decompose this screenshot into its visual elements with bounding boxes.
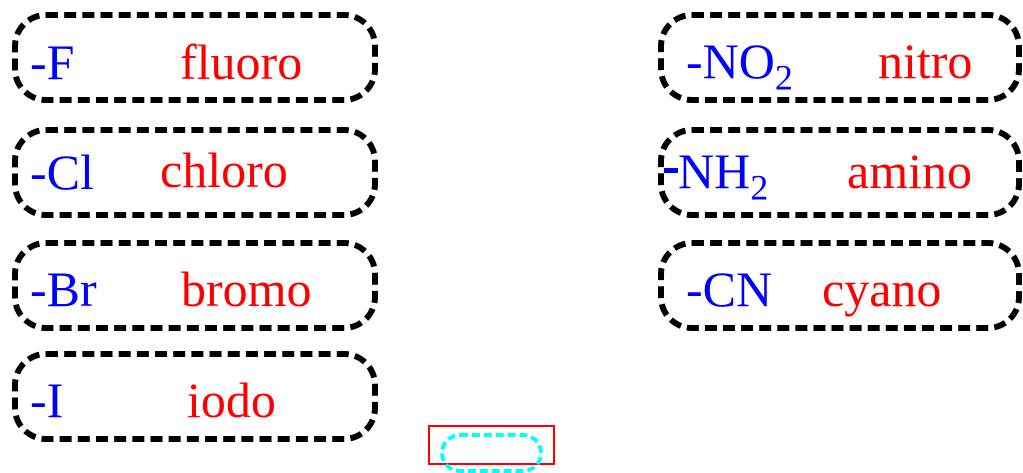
group-name-cyano: cyano: [822, 261, 942, 317]
group-symbol-iodo: -I: [30, 372, 64, 428]
group-name-chloro: chloro: [160, 142, 288, 198]
group-box-chloro[interactable]: [12, 127, 378, 218]
group-name-nitro: nitro: [878, 33, 973, 89]
group-symbol-nitro: -NO2: [686, 33, 793, 96]
group-name-bromo: bromo: [181, 261, 312, 317]
group-symbol-amino-dash: [664, 168, 678, 173]
selection-box[interactable]: [428, 425, 555, 473]
group-box-fluoro[interactable]: [12, 12, 378, 103]
group-name-iodo: iodo: [187, 372, 276, 428]
group-symbol-chloro: -Cl: [30, 144, 94, 200]
group-symbol-amino-subscript: 2: [750, 167, 769, 208]
group-symbol-amino: NH2: [664, 143, 768, 206]
group-symbol-nitro-subscript: 2: [774, 57, 793, 98]
group-name-amino: amino: [847, 143, 972, 199]
group-box-bromo[interactable]: [12, 240, 378, 331]
selection-oval: [440, 433, 543, 473]
group-box-cyano[interactable]: [658, 240, 1022, 331]
group-box-amino[interactable]: [658, 127, 1022, 218]
group-symbol-cyano: -CN: [686, 261, 773, 317]
group-box-iodo[interactable]: [12, 351, 378, 442]
group-symbol-nitro-main: -NO: [686, 33, 775, 89]
group-symbol-amino-main: NH: [678, 143, 751, 199]
group-symbol-bromo: -Br: [30, 261, 97, 317]
group-box-nitro[interactable]: [658, 12, 1022, 103]
group-name-fluoro: fluoro: [180, 34, 303, 90]
group-symbol-fluoro: -F: [30, 34, 75, 90]
